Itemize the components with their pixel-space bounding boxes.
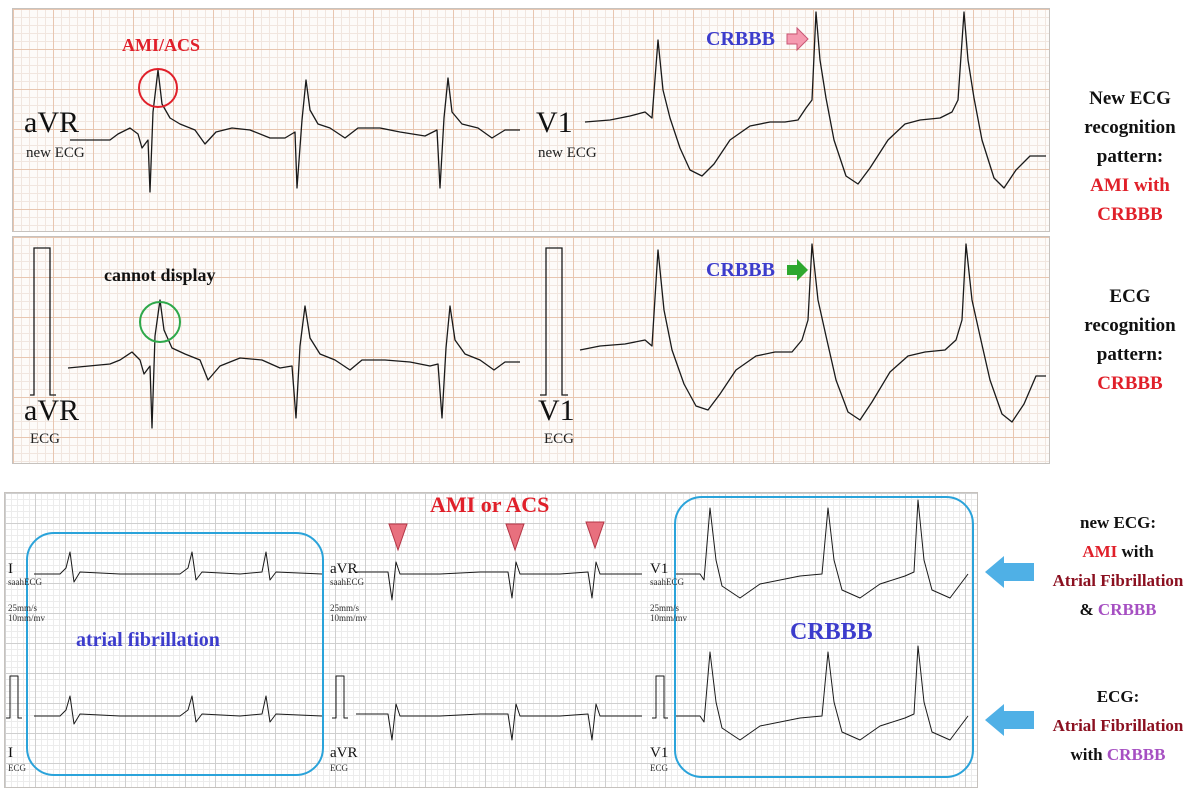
sub-label-ecg-i: ECG [8,763,26,773]
calibration-pulse-v1-b [652,675,668,719]
lead-label-avr-std-b: aVR [330,745,358,761]
calibration-pulse-avr [30,247,56,396]
gain-label-v1: 10mm/mv [650,613,688,623]
sub-label-ecg-avr: ECG [330,763,348,773]
pink-arrow-icon [786,26,809,52]
calibration-pulse-v1 [540,247,568,396]
lead-label-v1-new: V1 [536,106,573,139]
speed-label-avr: 25mm/s [330,603,360,613]
marker-triangle-icon [585,521,605,550]
waveform-v1-std-b [676,645,969,741]
annotation-ami-acs: AMI/ACS [122,35,201,55]
calibration-pulse-avr-b [332,675,348,719]
lead-label-v1-std: V1 [538,394,575,427]
waveform-v1-new [584,11,1046,189]
waveform-avr-std-b [356,703,642,741]
lead-label-avr-new: aVR [24,106,79,139]
highlight-circle-green [139,301,181,343]
ecg-panel-new [12,8,1050,232]
sub-label-ecg: ECG [30,431,60,447]
waveform-v1-std [579,243,1046,423]
side-note-new-ecg-bottom: new ECG: AMI with Atrial Fibrillation & … [1052,513,1184,619]
sub-label-saahecg-avr: saahECG [330,577,364,587]
lead-label-avr-new-b: aVR [330,561,358,577]
waveform-avr-new [70,69,520,193]
label-crbbb-bottom: CRBBB [790,619,873,645]
sub-label-ecg-v1: ECG [544,431,574,447]
waveform-i-std [34,695,323,725]
side-note-std-pattern: ECG recognition pattern: CRBBB [1084,286,1176,394]
waveform-avr-std [67,299,520,429]
ecg-panel-standard [12,236,1050,464]
marker-triangle-icon [505,523,525,552]
sub-label-saahecg-i: saahECG [8,577,42,587]
annotation-crbbb-new: CRBBB [706,28,775,50]
ecg-panel-bottom [4,492,978,788]
lead-label-v1-new-b: V1 [650,561,669,577]
annotation-cannot-display: cannot display [104,265,216,285]
lead-label-v1-std-b: V1 [650,745,669,761]
title-ami-or-acs: AMI or ACS [430,492,550,517]
sub-label-saahecg-v1: saahECG [650,577,684,587]
atrial-fibrillation-box [26,532,324,776]
blue-arrow-icon [985,704,1034,736]
speed-label-v1: 25mm/s [650,603,680,613]
waveform-v1-new-b [676,499,969,599]
side-note-new-pattern: New ECG recognition pattern: AMI with CR… [1084,88,1176,225]
sub-label-new-ecg: new ECG [26,145,85,161]
speed-label-i: 25mm/s [8,603,38,613]
annotation-crbbb-std: CRBBB [706,259,775,281]
lead-label-i-new: I [8,561,13,577]
marker-triangle-icon [388,523,408,552]
waveform-avr-new-b [356,561,642,601]
lead-label-avr-std: aVR [24,394,79,427]
label-atrial-fibrillation: atrial fibrillation [76,629,220,651]
waveform-i-new [34,551,323,583]
gain-label-avr: 10mm/mv [330,613,368,623]
calibration-pulse-i [6,675,22,719]
sub-label-ecg-v1-b: ECG [650,763,668,773]
lead-label-i-std: I [8,745,13,761]
blue-arrow-icon [985,556,1034,588]
gain-label-i: 10mm/mv [8,613,46,623]
highlight-circle-red [138,68,178,108]
crbbb-box [674,496,974,778]
sub-label-new-ecg-v1: new ECG [538,145,597,161]
side-note-ecg-bottom: ECG: Atrial Fibrillation with CRBBB [1052,687,1184,764]
green-arrow-icon [787,259,808,281]
